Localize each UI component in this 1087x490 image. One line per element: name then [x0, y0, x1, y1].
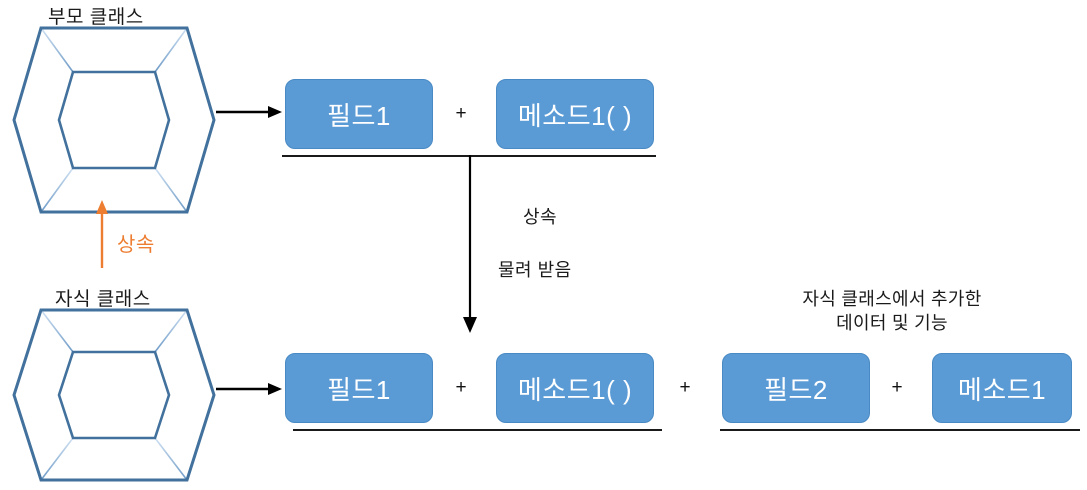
- child-to-members-arrow: [216, 381, 284, 397]
- child-added-method1[interactable]: 메소드1: [932, 353, 1072, 423]
- parent-member-method1[interactable]: 메소드1( ): [496, 79, 654, 149]
- child-class-hexagon: [12, 306, 216, 484]
- flow-label-inheritance: 상속: [523, 207, 558, 227]
- flow-label-inherited: 물려 받음: [498, 260, 572, 280]
- child-added-field2[interactable]: 필드2: [722, 353, 870, 423]
- inheritance-arrow-label: 상속: [117, 234, 155, 256]
- parent-to-members-arrow: [216, 104, 284, 120]
- inheritance-arrow-up: [90, 198, 114, 270]
- parent-class-title: 부모 클래스: [48, 7, 144, 28]
- plus-separator-parent: +: [455, 103, 467, 124]
- child-members-underline: [293, 429, 662, 431]
- child-added-note-line2: 데이터 및 기능: [836, 313, 948, 334]
- child-class-title: 자식 클래스: [55, 289, 151, 310]
- plus-separator-child-3: +: [891, 377, 903, 398]
- child-member-field1[interactable]: 필드1: [285, 353, 433, 423]
- child-added-note-line1: 자식 클래스에서 추가한: [802, 289, 982, 309]
- child-added-underline: [720, 429, 1080, 431]
- parent-member-field1[interactable]: 필드1: [285, 79, 433, 149]
- plus-separator-child-1: +: [455, 377, 467, 398]
- inheritance-flow-arrow-down: [460, 155, 480, 335]
- child-member-method1[interactable]: 메소드1( ): [496, 353, 654, 423]
- plus-separator-child-2: +: [679, 377, 691, 398]
- parent-class-hexagon: [12, 24, 216, 216]
- child-added-note: 자식 클래스에서 추가한 데이터 및 기능: [722, 287, 1062, 336]
